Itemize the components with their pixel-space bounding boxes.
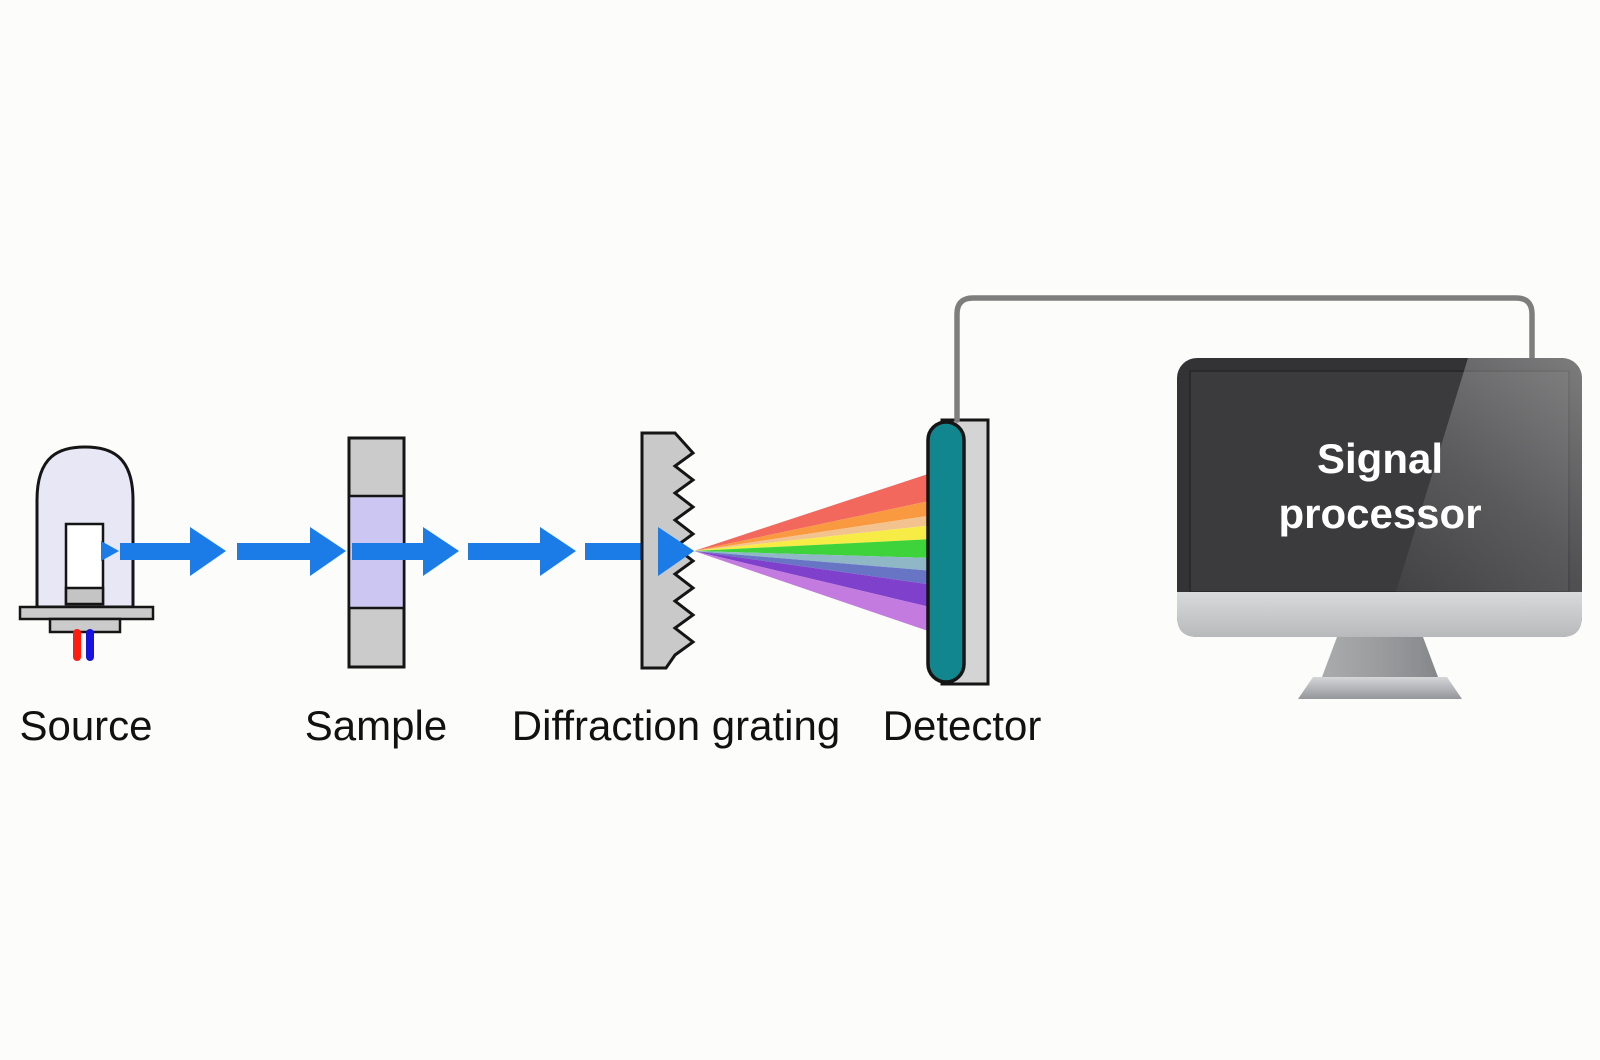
label-detector: Detector [883,702,1042,749]
beam-through-sample [352,543,423,560]
screen-text-line1: Signal [1317,435,1443,482]
label-source: Source [19,702,152,749]
source-lamp [18,445,155,661]
detector-cable [954,295,1535,423]
detector-face [926,420,966,684]
label-diffraction-grating: Diffraction grating [512,702,840,749]
lamp-pedestal [48,617,122,634]
beam-arrow-2 [237,527,346,576]
lamp-flange [18,605,155,621]
label-sample: Sample [305,702,447,749]
beam-arrow-5-head [658,527,694,576]
lamp-window-base [64,586,105,606]
screen-sheen [1396,358,1582,592]
captions: Source Sample Diffraction grating Detect… [19,702,1041,749]
spectrum-band-yellow [694,525,934,551]
beam-arrow-tip-in-lamp [101,541,119,561]
screen-text-line2: processor [1278,490,1481,537]
detector [926,418,990,686]
beam-arrow-4 [468,527,576,576]
monitor-stand-neck [1322,637,1438,677]
monitor-chin [1177,592,1582,637]
spectrum-band-violet [694,551,934,633]
spectrum-band-orange [694,500,934,551]
monitor-stand-base [1298,677,1462,699]
spectrum-fan [694,472,934,633]
signal-processor-monitor: Signal processor [1177,358,1582,699]
spectrum-band-green [694,539,934,558]
spectrum-band-red [694,472,934,551]
spectrum-band-peach [694,515,934,551]
beam-arrow-1 [120,527,226,576]
